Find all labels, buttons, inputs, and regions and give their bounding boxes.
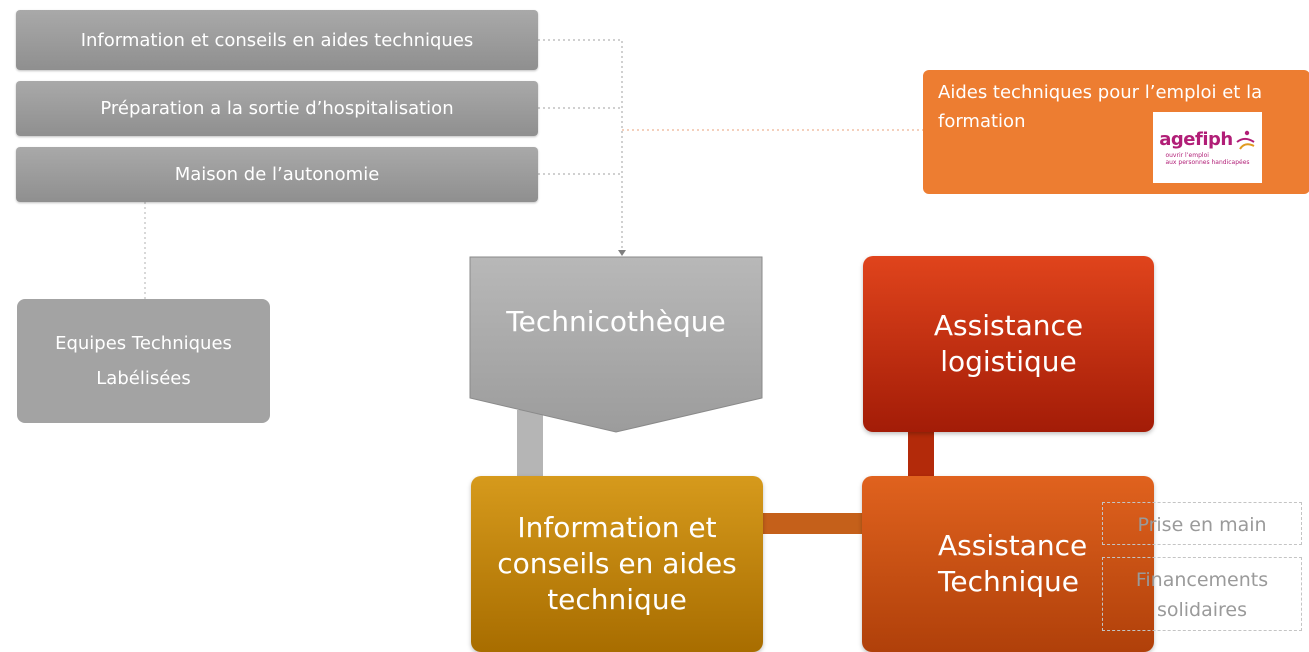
connector-logistique-assist [908, 428, 934, 478]
connector-arrowhead [618, 250, 626, 256]
dotted-connectors [144, 39, 923, 299]
assistance-logistique-box: Assistance logistique [863, 256, 1154, 432]
agefiph-logo: agefiph ouvrir l’emploi aux personnes ha… [1153, 112, 1262, 183]
bar-preparation-sortie: Préparation a la sortie d’hospitalisatio… [16, 81, 538, 136]
financements-line2: solidaires [1156, 599, 1248, 621]
bar-maison-autonomie-label: Maison de l’autonomie [174, 164, 380, 185]
bar-information-conseils-label: Information et conseils en aides techniq… [80, 29, 474, 51]
agefiph-logo-mark-icon [1236, 130, 1255, 150]
bar-information-conseils: Information et conseils en aides techniq… [16, 10, 538, 70]
information-line3: technique [547, 583, 687, 616]
information-line1: Information et [517, 511, 717, 544]
assistance-logistique-line2: logistique [940, 345, 1077, 378]
agefiph-box-text: Aides techniques pour l’emploi et la for… [938, 82, 1263, 132]
technicotheque-shape [469, 256, 763, 433]
bar-preparation-sortie-label: Préparation a la sortie d’hospitalisatio… [100, 98, 454, 119]
connector-techno-info [517, 410, 543, 478]
financements-frame [1102, 557, 1302, 631]
prise-en-main-frame [1102, 502, 1302, 545]
assistance-technique-line2: Technique [938, 565, 1079, 598]
information-conseils-box: Information et conseils en aides techniq… [471, 476, 763, 652]
financements-line1: Financements [1135, 569, 1269, 591]
bar-maison-autonomie: Maison de l’autonomie [16, 147, 538, 202]
equipes-line1: Equipes Techniques [55, 333, 232, 354]
equipes-line2: Labélisées [96, 368, 191, 389]
agefiph-logo-tag-2: aux personnes handicapées [1165, 159, 1250, 166]
agefiph-logo-word: agefiph [1159, 129, 1233, 150]
technicotheque-label: Technicothèque [506, 305, 726, 338]
information-line2: conseils en aides [497, 547, 737, 580]
assistance-technique-line1: Assistance [938, 529, 1088, 562]
financements-solidaires-label: Financements solidaires [1102, 565, 1302, 625]
assistance-logistique-line1: Assistance [933, 309, 1084, 342]
prise-en-main-label: Prise en main [1137, 514, 1267, 536]
agefiph-logo-tag-1: ouvrir l’emploi [1165, 152, 1209, 159]
connector-info-assist [762, 513, 864, 534]
equipes-techniques-box: Equipes Techniques Labélisées [17, 299, 270, 423]
assistance-technique-box: Assistance Technique [862, 476, 1154, 652]
